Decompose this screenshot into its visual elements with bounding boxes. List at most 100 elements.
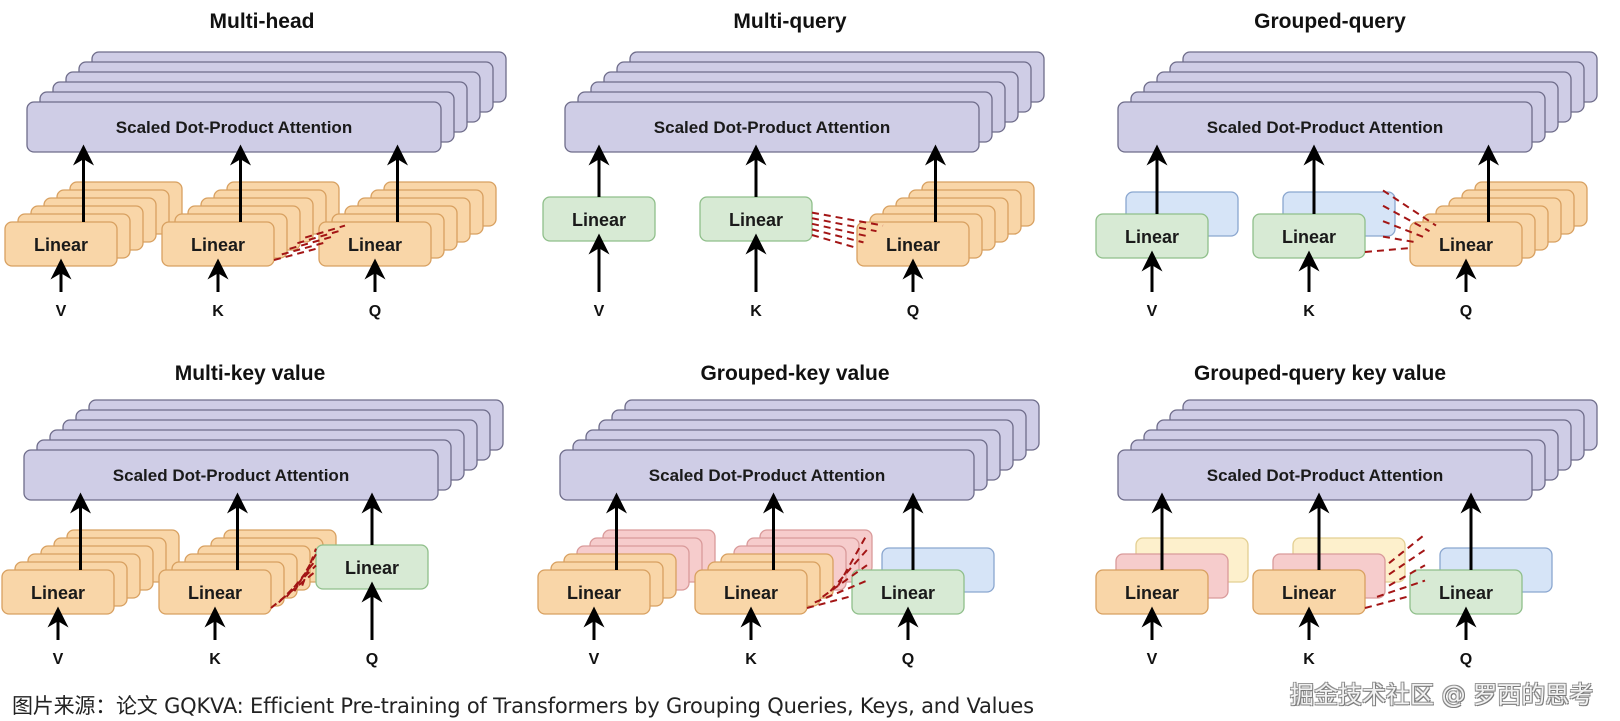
source-caption: 图片来源：论文 GQKVA: Efficient Pre-training of… bbox=[12, 694, 1034, 718]
dashed-link bbox=[1388, 533, 1426, 564]
linear-label: Linear bbox=[881, 583, 935, 603]
dashed-link bbox=[837, 533, 868, 587]
attention-label: Scaled Dot-Product Attention bbox=[1207, 466, 1443, 485]
input-label-k: K bbox=[745, 651, 757, 668]
input-label-q: Q bbox=[1460, 651, 1472, 668]
dashed-link bbox=[1382, 204, 1430, 233]
panel-multi-query: Multi-query Scaled Dot-Product Attention… bbox=[542, 10, 1045, 320]
attention-stack: Scaled Dot-Product Attention bbox=[559, 399, 1040, 501]
panel-title: Multi-query bbox=[733, 10, 846, 33]
input-label-k: K bbox=[1303, 303, 1315, 320]
panel-title: Grouped-key value bbox=[700, 362, 889, 385]
input-label-k: K bbox=[750, 303, 762, 320]
dashed-link bbox=[811, 222, 871, 238]
attention-label: Scaled Dot-Product Attention bbox=[649, 466, 885, 485]
dashed-link bbox=[1382, 235, 1417, 244]
input-label-v: V bbox=[1147, 651, 1158, 668]
dashed-link bbox=[281, 241, 326, 256]
linear-label: Linear bbox=[729, 210, 783, 230]
linear-label: Linear bbox=[34, 235, 88, 255]
input-label-k: K bbox=[1303, 651, 1315, 668]
input-label-v: V bbox=[594, 303, 605, 320]
input-label-q: Q bbox=[907, 303, 919, 320]
attention-stack: Scaled Dot-Product Attention bbox=[1117, 51, 1598, 153]
input-label-k: K bbox=[212, 303, 224, 320]
panel-grouped-query: Grouped-query Scaled Dot-Product Attenti… bbox=[1095, 10, 1598, 320]
dashed-link bbox=[811, 228, 864, 244]
linear-label: Linear bbox=[1282, 583, 1336, 603]
dashed-link bbox=[1364, 247, 1411, 253]
input-label-v: V bbox=[1147, 303, 1158, 320]
attention-label: Scaled Dot-Product Attention bbox=[654, 118, 890, 137]
panel-title: Grouped-query bbox=[1254, 10, 1406, 33]
linear-label: Linear bbox=[348, 235, 402, 255]
input-label-v: V bbox=[589, 651, 600, 668]
dashed-link bbox=[806, 595, 853, 609]
dashed-link bbox=[811, 217, 877, 233]
attention-label: Scaled Dot-Product Attention bbox=[1207, 118, 1443, 137]
dashed-link bbox=[814, 579, 868, 604]
dashed-link bbox=[829, 549, 868, 592]
linear-label: Linear bbox=[1282, 227, 1336, 247]
dashed-link bbox=[301, 548, 317, 586]
dashed-link bbox=[1364, 595, 1411, 609]
dashed-link bbox=[811, 211, 884, 227]
panel-title: Multi-key value bbox=[175, 362, 326, 385]
linear-label: Linear bbox=[31, 583, 85, 603]
input-label-q: Q bbox=[1460, 303, 1472, 320]
linear-label: Linear bbox=[188, 583, 242, 603]
watermark: 掘金技术社区 @ 罗西的思考 bbox=[1290, 681, 1594, 709]
dashed-link bbox=[1376, 579, 1426, 598]
input-label-v: V bbox=[56, 303, 67, 320]
attention-block bbox=[564, 101, 980, 153]
panel-title: Grouped-query key value bbox=[1194, 362, 1446, 385]
linear-label: Linear bbox=[1439, 583, 1493, 603]
dashed-link bbox=[1382, 189, 1437, 227]
linear-label: Linear bbox=[567, 583, 621, 603]
attention-label: Scaled Dot-Product Attention bbox=[116, 118, 352, 137]
dashed-link bbox=[285, 559, 317, 598]
linear-label: Linear bbox=[191, 235, 245, 255]
linear-label: Linear bbox=[724, 583, 778, 603]
linear-label: Linear bbox=[1439, 235, 1493, 255]
dashed-link bbox=[304, 224, 346, 239]
linear-label: Linear bbox=[1125, 583, 1179, 603]
dashed-link bbox=[1388, 564, 1426, 587]
panel-title: Multi-head bbox=[210, 10, 315, 33]
attention-stack: Scaled Dot-Product Attention bbox=[1117, 399, 1598, 501]
attention-stack: Scaled Dot-Product Attention bbox=[23, 399, 504, 501]
panel-grouped-query-key-value: Grouped-query key value Scaled Dot-Produ… bbox=[1095, 362, 1598, 668]
panel-multi-head: Multi-head Scaled Dot-Product AttentionL… bbox=[4, 10, 507, 320]
attention-stack: Scaled Dot-Product Attention bbox=[564, 51, 1045, 153]
panel-multi-key-value: Multi-key value Scaled Dot-Product Atten… bbox=[1, 362, 504, 668]
dashed-link bbox=[270, 570, 317, 609]
input-label-q: Q bbox=[902, 651, 914, 668]
linear-label: Linear bbox=[572, 210, 626, 230]
attention-block bbox=[1117, 101, 1533, 153]
dashed-link bbox=[822, 564, 868, 598]
dashed-link bbox=[1388, 548, 1426, 576]
linear-label: Linear bbox=[345, 558, 399, 578]
input-label-q: Q bbox=[366, 651, 378, 668]
attention-stack: Scaled Dot-Product Attention bbox=[26, 51, 507, 153]
linear-label: Linear bbox=[1125, 227, 1179, 247]
dashed-link bbox=[273, 247, 320, 261]
